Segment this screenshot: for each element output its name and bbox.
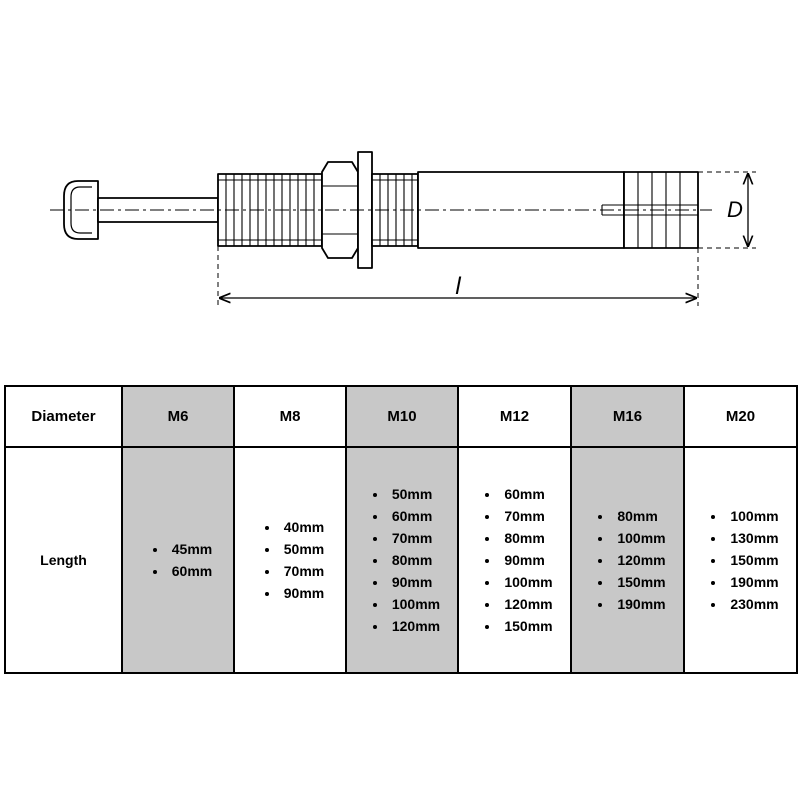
- length-item: 90mm: [388, 571, 440, 593]
- length-list: 60mm70mm80mm90mm100mm120mm150mm: [476, 483, 552, 637]
- length-item: 150mm: [726, 549, 778, 571]
- length-item: 40mm: [280, 516, 324, 538]
- length-item: 60mm: [388, 505, 440, 527]
- length-item: 80mm: [613, 505, 665, 527]
- diameter-label: D: [727, 197, 743, 222]
- length-item: 100mm: [726, 505, 778, 527]
- length-item: 120mm: [613, 549, 665, 571]
- length-cell-m12: 60mm70mm80mm90mm100mm120mm150mm: [457, 446, 572, 674]
- length-item: 70mm: [280, 560, 324, 582]
- length-list: 100mm130mm150mm190mm230mm: [702, 505, 778, 615]
- size-header-m12: M12: [457, 385, 572, 448]
- size-header-m16: M16: [570, 385, 685, 448]
- length-item: 70mm: [500, 505, 552, 527]
- length-cell-m6: 45mm60mm: [121, 446, 235, 674]
- length-item: 100mm: [500, 571, 552, 593]
- size-header-m10: M10: [345, 385, 459, 448]
- length-item: 90mm: [280, 582, 324, 604]
- diameter-row: Diameter M6 M8 M10 M12 M16 M20: [4, 385, 798, 448]
- length-item: 90mm: [500, 549, 552, 571]
- length-item: 150mm: [613, 571, 665, 593]
- length-item: 100mm: [388, 593, 440, 615]
- length-item: 45mm: [168, 538, 212, 560]
- length-row: Length 45mm60mm 40mm50mm70mm90mm 50mm60m…: [4, 446, 798, 674]
- length-item: 120mm: [500, 593, 552, 615]
- length-item: 190mm: [613, 593, 665, 615]
- length-cell-m20: 100mm130mm150mm190mm230mm: [683, 446, 798, 674]
- length-item: 50mm: [388, 483, 440, 505]
- length-item: 190mm: [726, 571, 778, 593]
- length-item: 80mm: [500, 527, 552, 549]
- size-header-m8: M8: [233, 385, 347, 448]
- length-item: 70mm: [388, 527, 440, 549]
- length-list: 50mm60mm70mm80mm90mm100mm120mm: [364, 483, 440, 637]
- length-item: 150mm: [500, 615, 552, 637]
- size-header-m20: M20: [683, 385, 798, 448]
- length-list: 40mm50mm70mm90mm: [256, 516, 324, 604]
- length-item: 50mm: [280, 538, 324, 560]
- size-table: Diameter M6 M8 M10 M12 M16 M20 Length 45…: [4, 385, 798, 674]
- length-list: 45mm60mm: [144, 538, 212, 582]
- length-header: Length: [4, 446, 123, 674]
- length-cell-m10: 50mm60mm70mm80mm90mm100mm120mm: [345, 446, 459, 674]
- length-item: 230mm: [726, 593, 778, 615]
- length-item: 80mm: [388, 549, 440, 571]
- length-cell-m8: 40mm50mm70mm90mm: [233, 446, 347, 674]
- length-item: 100mm: [613, 527, 665, 549]
- length-list: 80mm100mm120mm150mm190mm: [589, 505, 665, 615]
- length-item: 130mm: [726, 527, 778, 549]
- length-label: l: [455, 273, 461, 300]
- diameter-header: Diameter: [4, 385, 123, 448]
- anchor-bolt-drawing: l D: [50, 151, 756, 306]
- length-item: 60mm: [168, 560, 212, 582]
- size-header-m6: M6: [121, 385, 235, 448]
- length-item: 60mm: [500, 483, 552, 505]
- length-cell-m16: 80mm100mm120mm150mm190mm: [570, 446, 685, 674]
- length-item: 120mm: [388, 615, 440, 637]
